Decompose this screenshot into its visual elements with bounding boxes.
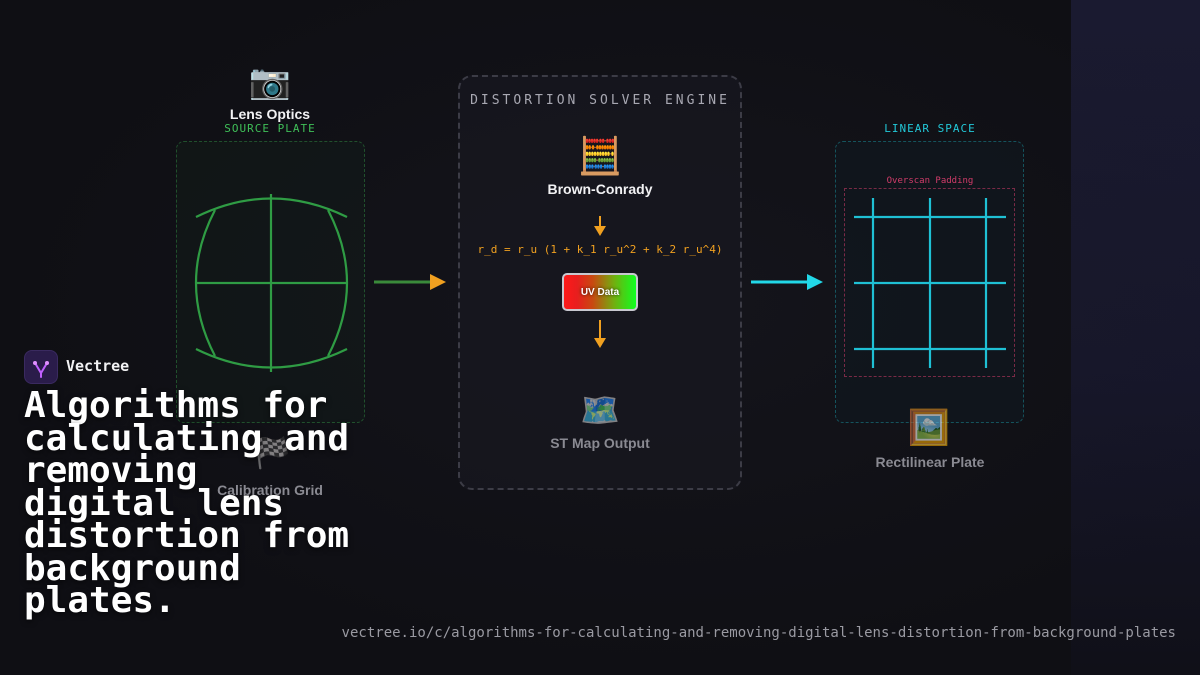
arrow-right-icon — [374, 274, 446, 290]
source-plate-frame — [176, 141, 365, 423]
uv-data-chip: UV Data — [562, 273, 638, 311]
arrow-right-icon — [751, 274, 823, 290]
camera-icon: 📷 — [248, 63, 292, 101]
page-title: Algorithms for calculating and removing … — [24, 385, 350, 621]
arrow-down-icon — [594, 216, 606, 236]
engine-title: DISTORTION SOLVER ENGINE — [470, 93, 730, 108]
arrow-down-icon — [594, 320, 606, 348]
distortion-formula: r_d = r_u (1 + k_1 r_u^2 + k_2 r_u^4) — [477, 243, 723, 256]
checkered-flag-icon: 🏁 — [253, 437, 291, 470]
brand-name: Vectree — [66, 357, 130, 375]
source-plate-label: SOURCE PLATE — [224, 122, 316, 135]
abacus-icon: 🧮 — [577, 135, 623, 176]
vectree-logo-icon — [24, 350, 58, 384]
linear-space-label: LINEAR SPACE — [884, 122, 976, 135]
map-icon: 🗺️ — [580, 392, 620, 428]
rectilinear-grid-graphic — [854, 198, 1006, 368]
overscan-padding-label: Overscan Padding — [886, 176, 974, 186]
framed-picture-icon: 🖼️ — [907, 409, 951, 447]
rectilinear-plate-label: Rectilinear Plate — [875, 454, 985, 470]
source-url[interactable]: vectree.io/c/algorithms-for-calculating-… — [341, 625, 1176, 641]
st-map-output-label: ST Map Output — [550, 435, 650, 451]
background-panel — [1071, 0, 1200, 675]
distorted-grid-graphic — [195, 194, 348, 372]
calibration-grid-label: Calibration Grid — [217, 482, 323, 498]
lens-optics-label: Lens Optics — [229, 106, 311, 122]
overscan-padding-frame — [844, 188, 1015, 377]
brown-conrady-label: Brown-Conrady — [547, 181, 653, 197]
